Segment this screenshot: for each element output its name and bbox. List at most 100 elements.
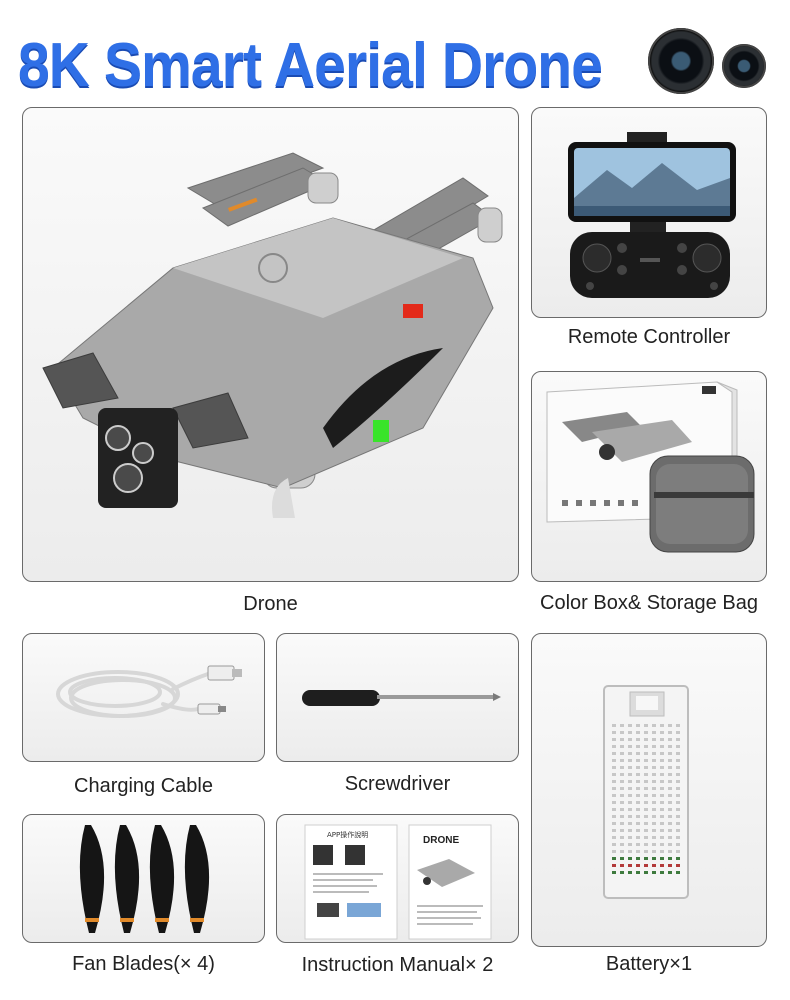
battery-vent-dot [612, 745, 616, 748]
battery-vent-dot [652, 801, 656, 804]
battery-vent-dot [612, 822, 616, 825]
battery-vent-dot [612, 738, 616, 741]
battery-vent-dot [668, 780, 672, 783]
battery-vent-dot [676, 773, 680, 776]
battery-vent-dot [612, 766, 616, 769]
battery-vent-dot [676, 787, 680, 790]
battery-vent-dot [620, 808, 624, 811]
battery-vent-dot [652, 808, 656, 811]
battery-vent-dot [620, 864, 624, 867]
battery-vent-dot [628, 787, 632, 790]
battery-vent-dot [652, 787, 656, 790]
battery-vent-dot [636, 794, 640, 797]
battery-vent-dot [636, 808, 640, 811]
battery-vent-dot [676, 780, 680, 783]
battery-vent-dot [668, 731, 672, 734]
battery-vent-dot [644, 752, 648, 755]
battery-vent-dot [636, 773, 640, 776]
battery-vent-dot [676, 843, 680, 846]
battery-vent-dot [620, 780, 624, 783]
battery-vent-dot [620, 787, 624, 790]
battery-vent-dot [660, 815, 664, 818]
battery-vent-dot [636, 850, 640, 853]
battery-vent-dot [628, 822, 632, 825]
battery-vent-dot [660, 871, 664, 874]
battery-vent-dot [660, 829, 664, 832]
battery-vent-dot [612, 808, 616, 811]
battery-vent-dot [668, 822, 672, 825]
battery-vent-dot [660, 843, 664, 846]
battery-vent-dot [644, 780, 648, 783]
battery-vent-dot [676, 794, 680, 797]
battery-vent-dot [636, 738, 640, 741]
battery-vent-dot [620, 836, 624, 839]
battery-image [603, 685, 689, 899]
battery-vent-dot [644, 759, 648, 762]
battery-vent-dot [628, 801, 632, 804]
battery-vent-dot [644, 871, 648, 874]
battery-vent-dot [668, 773, 672, 776]
battery-vent-dot [644, 836, 648, 839]
battery-vent-dot [636, 829, 640, 832]
battery-vent-dot [612, 843, 616, 846]
remote-controller-image [568, 132, 736, 298]
battery-vent-dot [660, 752, 664, 755]
battery-vent-dot [636, 745, 640, 748]
battery-vent-dot [660, 850, 664, 853]
battery-vent-dot [644, 864, 648, 867]
screwdriver-label: Screwdriver [344, 773, 451, 795]
battery-vent-dot [652, 864, 656, 867]
battery-vent-dot [652, 822, 656, 825]
battery-vent-dot [676, 829, 680, 832]
battery-vent-dot [644, 850, 648, 853]
battery-vent-dot [676, 850, 680, 853]
battery-vent-dot [668, 738, 672, 741]
battery-vent-dot [620, 794, 624, 797]
battery-vent-dot [668, 745, 672, 748]
battery-vent-dot [612, 864, 616, 867]
battery-vent-dot [652, 766, 656, 769]
battery-vent-dot [676, 815, 680, 818]
battery-vent-dot [660, 836, 664, 839]
battery-vent-dot [668, 808, 672, 811]
camera-lens-large-icon [648, 28, 714, 94]
battery-vent-dot [644, 822, 648, 825]
battery-vent-dot [636, 815, 640, 818]
battery-vent-dot [660, 759, 664, 762]
cable-panel [22, 633, 265, 762]
battery-vent-dot [636, 731, 640, 734]
battery-vent-dot [652, 815, 656, 818]
battery-vent-dot [676, 738, 680, 741]
battery-vent-dot [644, 801, 648, 804]
battery-vent-dot [628, 857, 632, 860]
battery-vent-dot [628, 829, 632, 832]
battery-vent-dot [612, 724, 616, 727]
fan-blades-image [79, 825, 210, 933]
battery-vent-dot [676, 724, 680, 727]
battery-vent-dot [652, 738, 656, 741]
battery-vent-dot [628, 815, 632, 818]
battery-vent-dot [652, 752, 656, 755]
battery-vent-dot [636, 752, 640, 755]
battery-vent-dot [668, 724, 672, 727]
battery-vent-dot [652, 857, 656, 860]
battery-vent-dot [676, 745, 680, 748]
remote-controller-label: Remote Controller [567, 326, 731, 348]
battery-vent-dot [652, 843, 656, 846]
camera-lens-small-icon [722, 44, 766, 88]
battery-vent-dot [660, 773, 664, 776]
battery-vent-dot [644, 787, 648, 790]
battery-vent-dot [636, 843, 640, 846]
battery-vent-dot [668, 843, 672, 846]
battery-vent-dot [620, 766, 624, 769]
fan-blades-label: Fan Blades(× 4) [72, 953, 215, 975]
battery-vent-dot [668, 794, 672, 797]
color-box-storage-bag-image [546, 381, 755, 553]
battery-vent-dot [620, 829, 624, 832]
battery-vent-dot [676, 766, 680, 769]
battery-vent-dot [628, 850, 632, 853]
battery-vent-dot [668, 787, 672, 790]
battery-vent-dot [620, 843, 624, 846]
screwdriver-image [302, 690, 501, 706]
battery-vent-dot [612, 759, 616, 762]
